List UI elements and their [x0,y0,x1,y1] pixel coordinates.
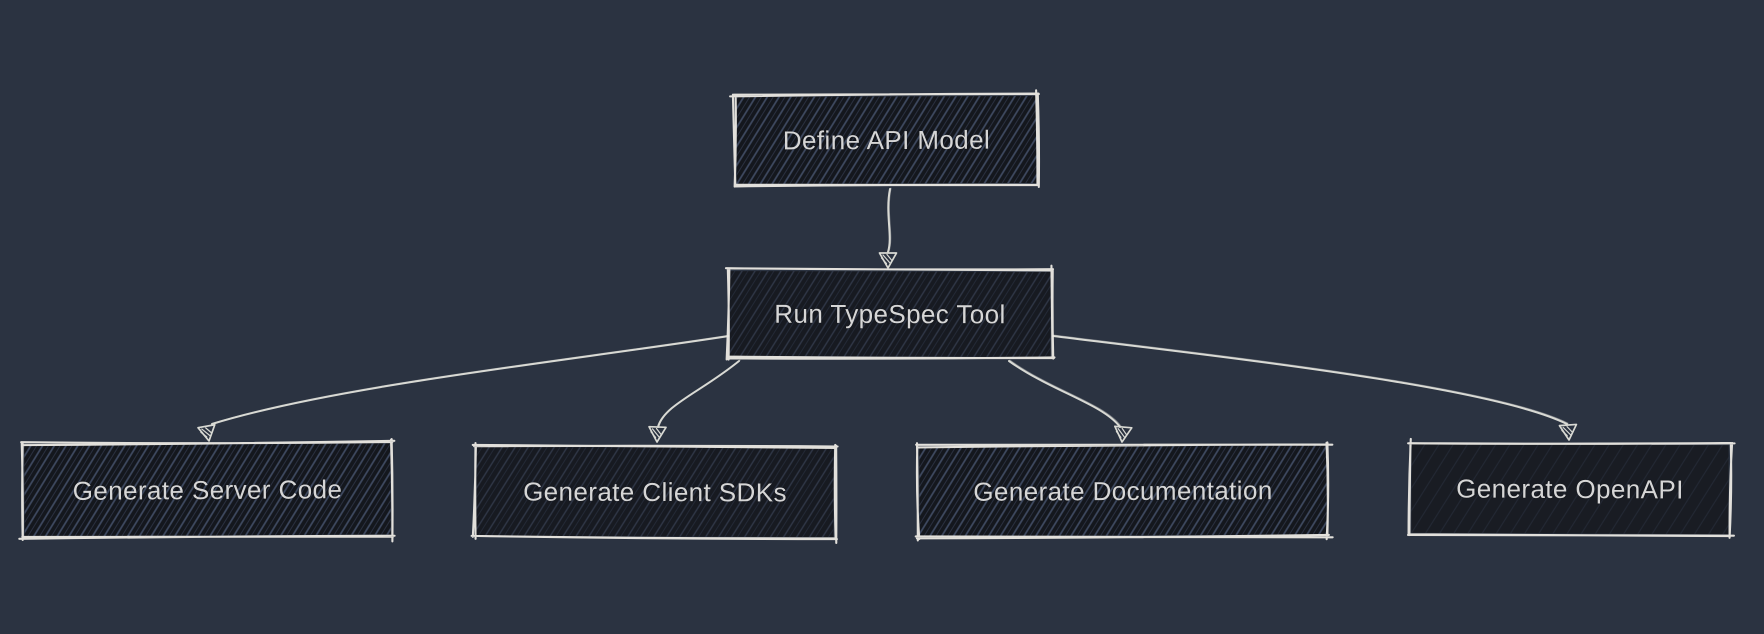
edge-run-typespec-tool-to-generate-documentation [1008,359,1133,443]
edge-run-typespec-tool-to-generate-client-sdks [648,359,741,443]
arrowhead-icon [878,252,898,269]
arrowhead-icon [1113,425,1133,443]
edge-define-api-model-to-run-typespec-tool [878,187,898,269]
node-shape-run-typespec-tool [724,264,1056,361]
edge-run-typespec-tool-to-generate-openapi [1052,334,1578,441]
node-shape-generate-openapi [1406,437,1736,539]
node-shape-generate-server-code [18,437,396,543]
node-layer [18,89,1736,545]
node-shape-generate-documentation [914,441,1334,542]
arrowhead-icon [1558,423,1578,441]
arrowhead-icon [197,423,216,442]
edge-layer [197,187,1578,443]
node-shape-generate-client-sdks [470,441,839,545]
edge-run-typespec-tool-to-generate-server-code [197,334,731,442]
arrowhead-icon [648,425,667,443]
node-shape-define-api-model [729,89,1041,189]
